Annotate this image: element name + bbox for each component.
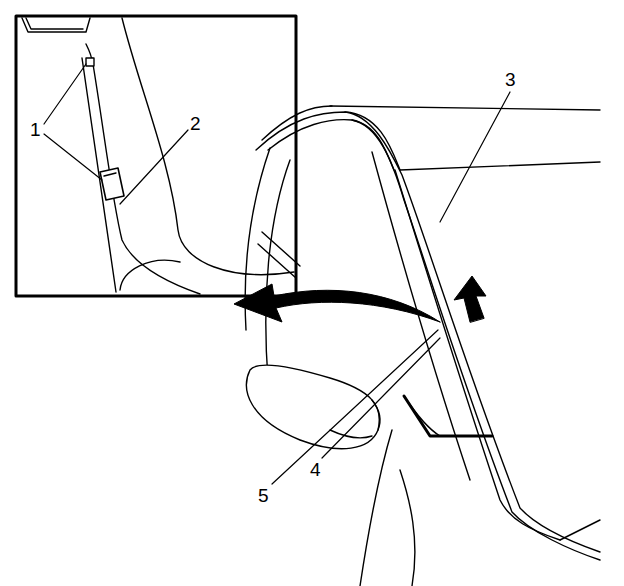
callout-number: 5 <box>258 486 269 505</box>
inset-frame <box>16 16 296 296</box>
inset-detail <box>22 18 294 294</box>
callout-number: 1 <box>30 120 41 139</box>
vehicle-outline <box>245 106 600 586</box>
callout-number: 4 <box>310 460 321 479</box>
mirror <box>247 365 380 449</box>
leader-lines <box>44 64 188 204</box>
callout-number: 2 <box>190 114 201 133</box>
callout-number: 3 <box>505 70 516 89</box>
leader-lines <box>272 92 510 484</box>
curved-arrow <box>234 284 440 322</box>
lift-arrow <box>454 276 486 322</box>
